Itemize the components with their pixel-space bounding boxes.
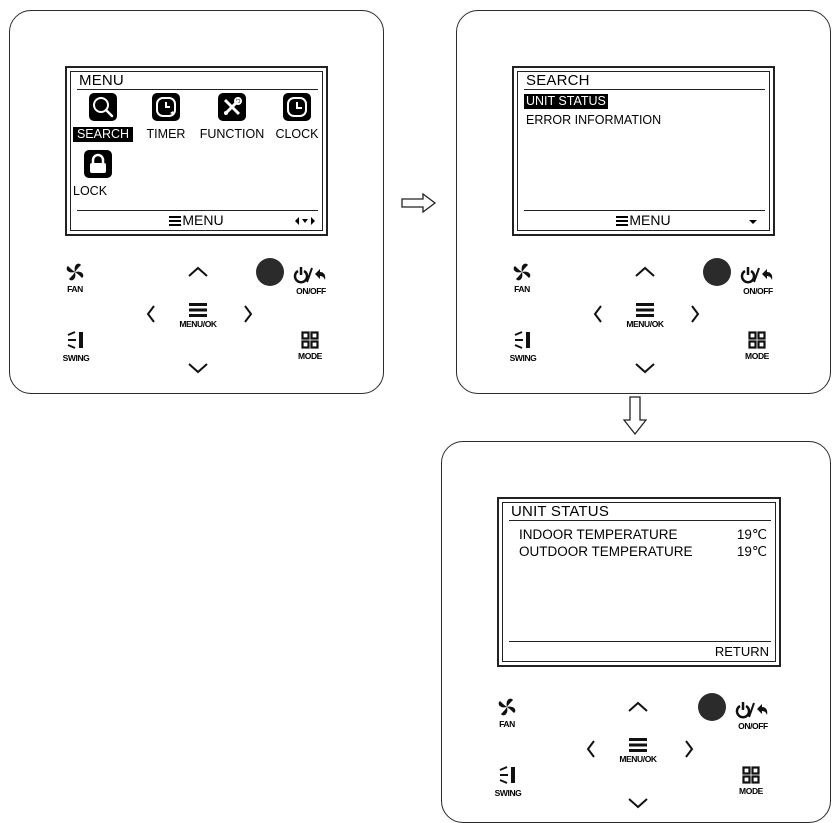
controller-panel-menu: MENU SEARCH TIMER FUNCTIO <box>9 10 384 394</box>
power-return-icon[interactable] <box>293 266 327 284</box>
fan-label: FAN <box>67 284 83 294</box>
lcd-screen: UNIT STATUS INDOOR TEMPERATURE 19℃ OUTDO… <box>497 497 781 667</box>
down-chevron-icon[interactable] <box>634 362 656 374</box>
menu-item-function[interactable]: FUNCTION <box>195 93 269 142</box>
left-chevron-icon[interactable] <box>146 304 156 324</box>
swing-icon[interactable] <box>498 765 520 785</box>
menu-item-label: TIMER <box>146 127 186 141</box>
clock-icon <box>283 93 311 121</box>
swing-label: SWING <box>62 353 90 363</box>
screen-title: MENU <box>79 72 124 89</box>
sensor-dot <box>703 258 731 286</box>
on-off-label: ON/OFF <box>743 286 773 296</box>
list-item-error-information[interactable]: ERROR INFORMATION <box>526 113 662 127</box>
footer-label: MENU <box>182 212 224 228</box>
left-chevron-icon[interactable] <box>586 739 596 759</box>
power-return-icon[interactable] <box>735 701 769 719</box>
magnifier-icon <box>89 93 117 121</box>
timer-icon <box>152 93 180 121</box>
fan-label: FAN <box>514 284 530 294</box>
swing-label: SWING <box>494 788 522 798</box>
title-divider <box>509 520 771 521</box>
down-chevron-icon[interactable] <box>187 362 209 374</box>
sensor-dot <box>698 693 726 721</box>
menu-item-label: FUNCTION <box>199 127 265 141</box>
menu-ok-label: MENU/OK <box>179 319 217 329</box>
fan-icon[interactable] <box>511 261 533 283</box>
menu-item-label: LOCK <box>73 184 108 198</box>
right-chevron-icon[interactable] <box>684 739 694 759</box>
down-arrow-icon <box>749 220 757 224</box>
fan-icon[interactable] <box>496 696 518 718</box>
menu-item-clock[interactable]: CLOCK <box>269 93 325 142</box>
menu-item-search[interactable]: SEARCH <box>73 93 133 142</box>
lcd-inner-frame: MENU SEARCH TIMER FUNCTIO <box>70 71 323 231</box>
menu-ok-label: MENU/OK <box>619 754 657 764</box>
menu-ok-icon[interactable] <box>189 303 207 317</box>
status-row-value: 19℃ <box>736 544 767 559</box>
tools-icon <box>218 93 246 121</box>
menu-ok-icon[interactable] <box>629 738 647 752</box>
footer-label: MENU <box>629 212 671 228</box>
hamburger-icon <box>169 216 182 226</box>
left-down-right-arrows-icon <box>295 217 315 225</box>
footer-divider <box>77 210 318 211</box>
footer-menu: MENU <box>518 212 769 229</box>
lcd-screen: SEARCH UNIT STATUS ERROR INFORMATION MEN… <box>512 66 775 236</box>
left-chevron-icon[interactable] <box>593 304 603 324</box>
right-chevron-icon[interactable] <box>243 304 253 324</box>
swing-icon[interactable] <box>513 330 535 350</box>
hamburger-icon <box>616 216 629 226</box>
on-off-label: ON/OFF <box>296 286 326 296</box>
mode-icon[interactable] <box>748 331 766 349</box>
swing-label: SWING <box>509 353 537 363</box>
up-chevron-icon[interactable] <box>634 266 656 278</box>
on-off-label: ON/OFF <box>738 721 768 731</box>
up-chevron-icon[interactable] <box>187 266 209 278</box>
screen-title: SEARCH <box>526 72 590 89</box>
footer-menu: MENU <box>71 212 322 229</box>
lock-icon <box>84 150 112 178</box>
controller-panel-unit-status: UNIT STATUS INDOOR TEMPERATURE 19℃ OUTDO… <box>441 441 831 823</box>
menu-item-label: SEARCH <box>73 127 133 142</box>
mode-label: MODE <box>298 351 322 361</box>
status-row-label: INDOOR TEMPERATURE <box>519 527 678 542</box>
down-chevron-icon[interactable] <box>627 797 649 809</box>
fan-label: FAN <box>499 719 515 729</box>
lcd-screen: MENU SEARCH TIMER FUNCTIO <box>65 66 328 236</box>
mode-icon[interactable] <box>742 766 760 784</box>
down-arrow-icon <box>623 396 647 436</box>
menu-item-timer[interactable]: TIMER <box>135 93 197 142</box>
mode-label: MODE <box>739 786 763 796</box>
up-chevron-icon[interactable] <box>627 701 649 713</box>
lcd-inner-frame: SEARCH UNIT STATUS ERROR INFORMATION MEN… <box>517 71 770 231</box>
mode-label: MODE <box>745 351 769 361</box>
right-arrow-icon <box>401 193 437 213</box>
status-row-label: OUTDOOR TEMPERATURE <box>519 544 693 559</box>
right-chevron-icon[interactable] <box>690 304 700 324</box>
lcd-inner-frame: UNIT STATUS INDOOR TEMPERATURE 19℃ OUTDO… <box>502 502 776 662</box>
swing-icon[interactable] <box>66 330 88 350</box>
title-divider <box>524 89 765 90</box>
status-row-value: 19℃ <box>736 527 767 542</box>
menu-item-label: CLOCK <box>275 127 319 141</box>
title-divider <box>77 89 318 90</box>
controller-panel-search: SEARCH UNIT STATUS ERROR INFORMATION MEN… <box>456 10 831 394</box>
list-item-unit-status[interactable]: UNIT STATUS <box>524 94 608 109</box>
fan-icon[interactable] <box>64 261 86 283</box>
menu-ok-icon[interactable] <box>636 303 654 317</box>
sensor-dot <box>256 258 284 286</box>
footer-divider <box>524 210 765 211</box>
screen-title: UNIT STATUS <box>511 503 610 520</box>
power-return-icon[interactable] <box>740 266 774 284</box>
menu-ok-label: MENU/OK <box>626 319 664 329</box>
return-label[interactable]: RETURN <box>714 644 769 659</box>
footer-divider <box>509 641 771 642</box>
mode-icon[interactable] <box>301 331 319 349</box>
menu-item-lock[interactable]: LOCK <box>73 150 117 199</box>
